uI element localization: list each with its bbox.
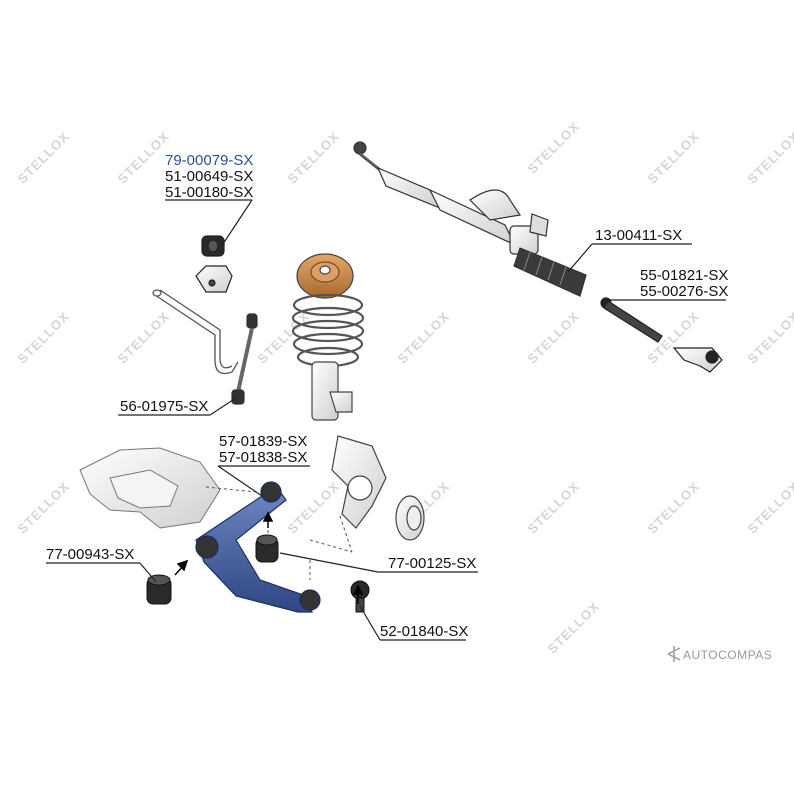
stabilizer-bar — [152, 289, 239, 375]
stabilizer-link — [231, 313, 258, 405]
assembly-arrows — [174, 511, 364, 604]
steering-knuckle — [331, 435, 387, 529]
part-label-rear-bush[interactable]: 77-00943-SX — [46, 546, 135, 563]
part-label-tie-rod-1[interactable]: 55-01821-SX — [640, 267, 729, 284]
autocompas-logo-icon — [667, 646, 681, 662]
strut-assembly — [291, 253, 365, 421]
tie-rod — [600, 297, 663, 343]
part-label-stab-bush-1[interactable]: 79-00079-SX — [165, 152, 254, 169]
leader-lines — [46, 199, 726, 641]
part-label-ball-joint[interactable]: 52-01840-SX — [380, 623, 469, 640]
subframe — [79, 447, 221, 529]
front-bush — [255, 534, 279, 563]
part-label-control-arm-2[interactable]: 57-01838-SX — [219, 449, 308, 466]
part-label-stab-bush-2[interactable]: 51-00649-SX — [165, 168, 254, 185]
part-label-control-arm-1[interactable]: 57-01839-SX — [219, 433, 308, 450]
part-label-front-bush[interactable]: 77-00125-SX — [388, 555, 477, 572]
part-label-steering-rack[interactable]: 13-00411-SX — [595, 227, 683, 244]
control-arm — [195, 481, 321, 613]
steering-rack — [353, 141, 587, 297]
alignment-lines — [205, 486, 353, 580]
rear-bush — [146, 574, 172, 605]
part-label-stab-bush-3[interactable]: 51-00180-SX — [165, 184, 254, 201]
ball-joint — [350, 580, 370, 613]
tie-rod-end — [672, 347, 723, 373]
stabilizer-bush — [195, 235, 233, 293]
brand-text: AUTOCOMPAS — [683, 648, 773, 662]
wheel-hub — [395, 495, 425, 541]
part-label-stab-link[interactable]: 56-01975-SX — [120, 398, 209, 415]
part-label-tie-rod-2[interactable]: 55-00276-SX — [640, 283, 729, 300]
